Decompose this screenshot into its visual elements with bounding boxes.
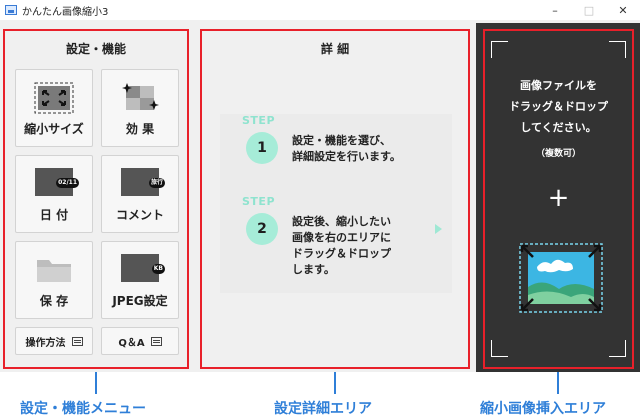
how-to-button[interactable]: 操作方法 [15, 327, 93, 355]
drop-line: ドラッグ＆ドロップ [509, 100, 608, 113]
resize-size-button[interactable]: 縮小サイズ [15, 69, 93, 147]
drop-instructions: 画像ファイルを ドラッグ＆ドロップ してください。 [485, 75, 632, 138]
date-tag: 02/11 [56, 178, 79, 188]
detail-title: 詳 細 [320, 42, 350, 56]
document-icon [150, 336, 162, 346]
close-button[interactable]: ✕ [618, 3, 628, 17]
step-2-card: STEP 2 設定後、縮小したい 画像を右のエリアに ドラッグ＆ドロップ します… [220, 195, 452, 293]
menu-annotation: 設定・機能メニュー [20, 401, 146, 417]
comment-stamp-icon: 旅行 [121, 168, 165, 196]
image-drop-icon [519, 243, 603, 317]
title-bar[interactable]: かんたん画像縮小3 – □ ✕ [0, 0, 640, 20]
date-button[interactable]: 02/11 日 付 [15, 155, 93, 233]
jpeg-settings-label: JPEG設定 [112, 294, 168, 308]
qa-label: Q＆A [118, 337, 145, 349]
maximize-button[interactable]: □ [583, 3, 595, 17]
step-2-line: 画像を右のエリアに [292, 231, 391, 244]
comment-label: コメント [115, 208, 164, 222]
jpeg-settings-button[interactable]: KB JPEG設定 [101, 241, 179, 319]
drop-annotation: 縮小画像挿入エリア [480, 401, 606, 417]
kb-tag: KB [151, 264, 165, 274]
menu-pointer-line [95, 372, 97, 394]
window-title: かんたん画像縮小3 [22, 6, 109, 18]
drop-line: 画像ファイルを [520, 79, 597, 92]
effect-button[interactable]: 効 果 [101, 69, 179, 147]
effect-label: 効 果 [125, 122, 155, 136]
corner-bottom-right [609, 340, 626, 357]
plus-icon: + [547, 183, 570, 213]
corner-top-right [609, 41, 626, 58]
minimize-button[interactable]: – [552, 3, 558, 17]
drop-pointer-line [557, 372, 559, 394]
date-stamp-icon: 02/11 [35, 168, 79, 196]
step-1-tag: STEP [242, 114, 276, 127]
step-2-line: ドラッグ＆ドロップ [292, 247, 391, 260]
drop-line: してください。 [520, 121, 597, 134]
resize-size-label: 縮小サイズ [24, 122, 84, 136]
detail-settings-panel: 詳 細 STEP 1 設定・機能を選び、 詳細設定を行います。 STEP 2 設… [200, 29, 470, 369]
detail-annotation: 設定詳細エリア [274, 401, 372, 417]
folder-icon [34, 254, 74, 290]
menu-title: 設定・機能 [65, 42, 126, 56]
step-1-number: 1 [246, 132, 278, 164]
settings-menu-panel: 設定・機能 縮小サイズ [3, 29, 189, 369]
drop-note: （複数可） [535, 149, 581, 159]
step-2-line: 設定後、縮小したい [292, 215, 391, 228]
qa-button[interactable]: Q＆A [101, 327, 179, 355]
drop-area-background [476, 23, 640, 372]
save-label: 保 存 [39, 294, 69, 308]
how-to-label: 操作方法 [25, 337, 66, 349]
window-controls: – □ ✕ [538, 0, 640, 20]
app-icon [5, 5, 17, 15]
corner-bottom-left [491, 340, 508, 357]
resize-arrows-icon [34, 82, 74, 118]
corner-top-left [491, 41, 508, 58]
step-1-text: 設定・機能を選び、 詳細設定を行います。 [292, 133, 401, 165]
save-button[interactable]: 保 存 [15, 241, 93, 319]
image-drop-zone[interactable]: 画像ファイルを ドラッグ＆ドロップ してください。 （複数可） + [483, 29, 634, 369]
step-1-line: 設定・機能を選び、 [292, 134, 391, 147]
detail-pointer-line [334, 372, 336, 394]
step-1-line: 詳細設定を行います。 [292, 150, 401, 163]
jpeg-settings-icon: KB [121, 254, 165, 282]
step-2-number: 2 [246, 213, 278, 245]
step-2-tag: STEP [242, 195, 276, 208]
arrow-right-icon [435, 224, 442, 234]
step-2-text: 設定後、縮小したい 画像を右のエリアに ドラッグ＆ドロップ します。 [292, 214, 391, 278]
comment-button[interactable]: 旅行 コメント [101, 155, 179, 233]
comment-tag: 旅行 [148, 178, 165, 188]
sparkle-effect-icon [120, 82, 160, 118]
date-label: 日 付 [39, 208, 69, 222]
step-2-line: します。 [292, 263, 335, 276]
document-icon [71, 336, 83, 346]
